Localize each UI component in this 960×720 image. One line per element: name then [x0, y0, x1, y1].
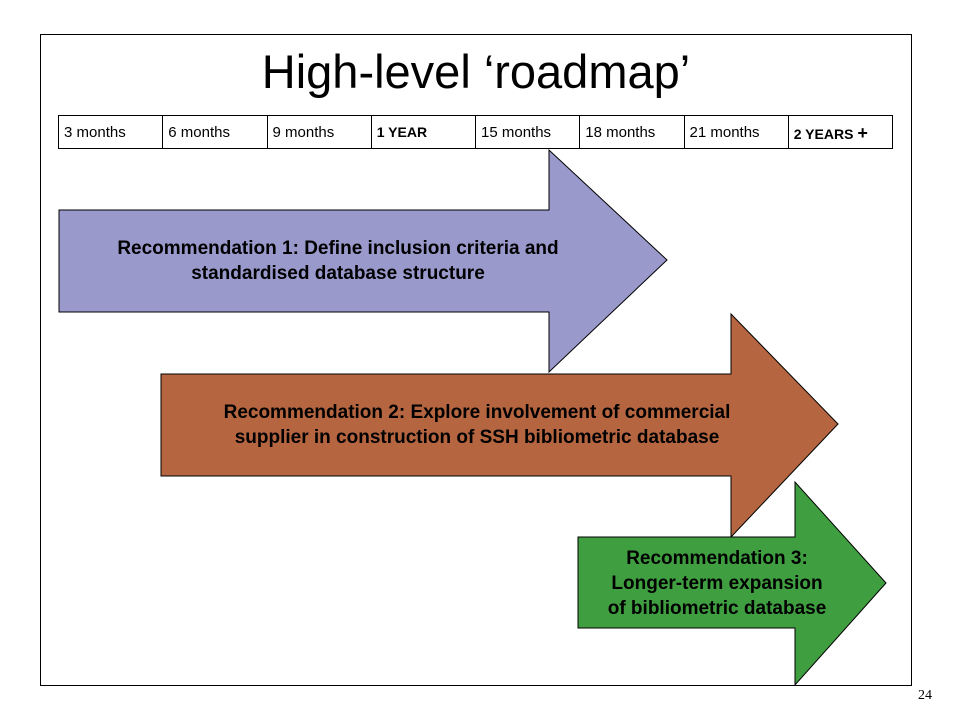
timeline-cell-9-months: 9 months	[266, 115, 372, 149]
recommendation-3-line-1: Recommendation 3:	[626, 548, 808, 569]
recommendation-3-line-2: Longer-term expansion	[611, 573, 822, 594]
recommendation-1-arrow	[58, 148, 668, 374]
page-title: High-level ‘roadmap’	[261, 45, 691, 98]
timeline-label-2-years: 2 YEARS	[793, 126, 854, 142]
recommendation-1-line-2: standardised database structure	[191, 263, 485, 284]
timeline-table: 3 months 6 months 9 months 1 YEAR 15 mon…	[57, 115, 894, 149]
recommendation-3-arrow	[577, 480, 887, 687]
timeline-cell-6-months: 6 months	[162, 115, 268, 149]
recommendation-2-line-2: supplier in construction of SSH bibliome…	[235, 427, 720, 448]
timeline-cell-18-months: 18 months	[579, 115, 685, 149]
timeline-row: 3 months 6 months 9 months 1 YEAR 15 mon…	[57, 115, 894, 149]
recommendation-1-line-1: Recommendation 1: Define inclusion crite…	[117, 238, 558, 259]
timeline-cell-3-months: 3 months	[57, 115, 164, 149]
recommendation-2-arrow	[160, 312, 839, 539]
timeline-plus-sign: +	[857, 123, 868, 143]
recommendation-2-line-1: Recommendation 2: Explore involvement of…	[224, 402, 731, 423]
slide-frame	[40, 34, 912, 686]
timeline-cell-2-years: 2 YEARS +	[787, 115, 894, 149]
recommendation-3-line-3: of bibliometric database	[608, 598, 827, 619]
page-number: 24	[918, 688, 932, 703]
